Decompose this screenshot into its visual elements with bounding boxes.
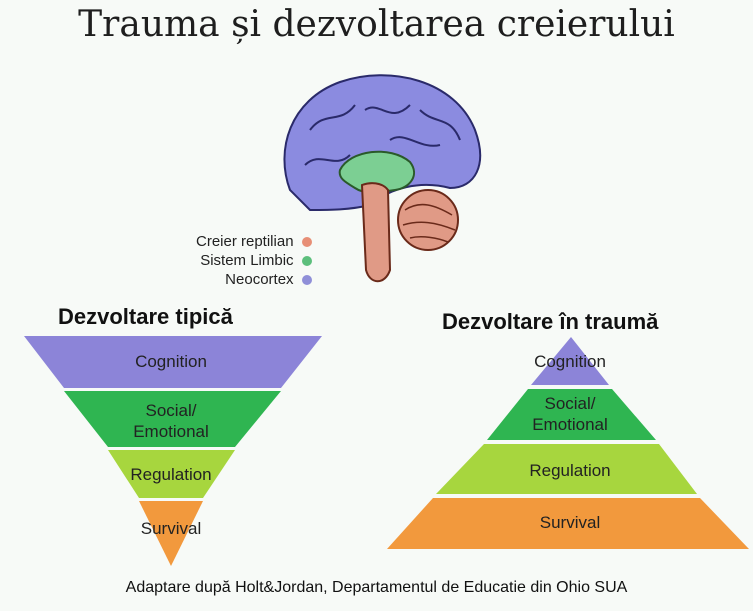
trauma-heading: Dezvoltare în traumă: [442, 309, 659, 334]
trauma-label-cognition: Cognition: [534, 352, 606, 371]
trauma-regulation-band: [436, 444, 697, 494]
reptilian-dot-icon: [301, 236, 312, 247]
trauma-cognition-band: [531, 337, 609, 385]
trauma-survival-band: [387, 498, 749, 549]
legend-item-limbic: Sistem Limbic: [196, 251, 312, 270]
typical-label-cognition: Cognition: [135, 352, 207, 371]
typical-social-band: [64, 391, 281, 447]
trauma-label-survival: Survival: [539, 513, 601, 532]
typical-label-regulation: Regulation: [130, 465, 212, 484]
trauma-label-regulation: Regulation: [529, 461, 611, 480]
legend-item-reptilian: Creier reptilian: [196, 232, 312, 251]
limbic-shape: [338, 150, 415, 194]
neocortex-dot-icon: [301, 274, 312, 285]
typical-label-survival: Survival: [140, 519, 202, 538]
brain-legend: Creier reptilian Sistem Limbic Neocortex: [196, 232, 312, 289]
typical-regulation-band: [108, 450, 235, 498]
brainstem-shape: [360, 182, 392, 283]
trauma-label-social: Social/ Emotional: [532, 394, 608, 434]
typical-heading: Dezvoltare tipică: [58, 304, 233, 329]
typical-cognition-band: [24, 336, 322, 388]
trauma-social-band: [487, 389, 656, 440]
limbic-dot-icon: [301, 255, 312, 266]
legend-item-neocortex: Neocortex: [196, 270, 312, 289]
typical-survival-band: [139, 501, 203, 566]
typical-label-social: Social/ Emotional: [133, 401, 209, 441]
cerebellum-shape: [397, 189, 459, 251]
brain-illustration: [283, 74, 482, 283]
source-footer: Adaptare după Holt&Jordan, Departamentul…: [125, 579, 628, 596]
page-title: Trauma și dezvoltarea creierului: [78, 4, 675, 45]
